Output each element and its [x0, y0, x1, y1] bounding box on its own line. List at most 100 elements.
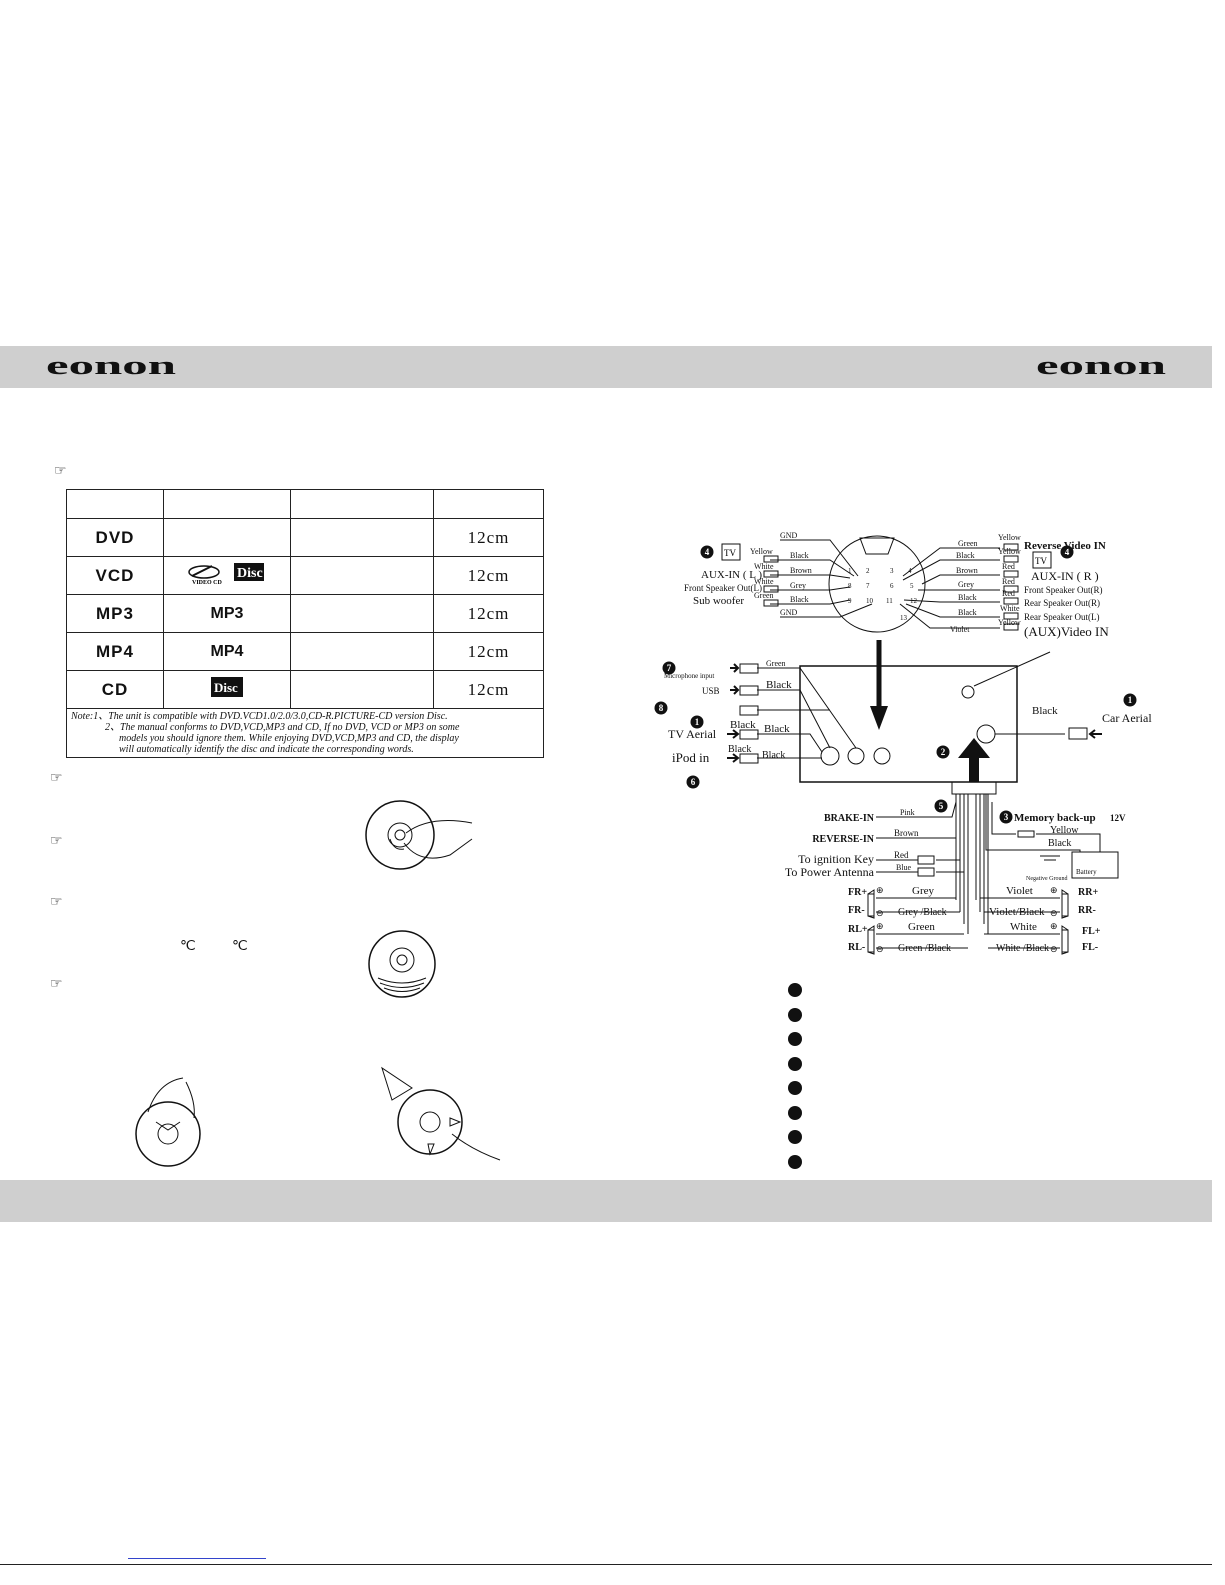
- svg-text:Yellow: Yellow: [1050, 825, 1079, 836]
- svg-text:Red: Red: [1002, 562, 1015, 571]
- svg-text:1: 1: [848, 567, 852, 575]
- svg-text:9: 9: [848, 597, 852, 605]
- svg-text:10: 10: [866, 597, 874, 605]
- eonon-logo-right: eonon: [1036, 354, 1167, 380]
- svg-text:Green: Green: [754, 591, 774, 600]
- svg-text:⊕: ⊕: [876, 921, 884, 931]
- svg-text:Green: Green: [908, 921, 935, 933]
- table-row: DVD 12cm: [66, 518, 544, 557]
- svg-text:Grey: Grey: [958, 580, 974, 589]
- svg-text:2: 2: [941, 747, 946, 757]
- svg-text:6: 6: [691, 777, 696, 787]
- svg-text:Memory back-up: Memory back-up: [1014, 812, 1096, 824]
- disc-fingerprint-illustration: [365, 800, 473, 870]
- svg-text:Front Speaker Out(L): Front Speaker Out(L): [684, 583, 762, 593]
- svg-text:Negative Ground: Negative Ground: [1026, 876, 1068, 882]
- svg-text:3: 3: [1004, 812, 1009, 822]
- svg-text:8: 8: [848, 582, 852, 590]
- svg-text:4: 4: [908, 567, 912, 575]
- svg-text:Black: Black: [958, 593, 977, 602]
- disc-type: MP3: [66, 594, 164, 633]
- disc-size: 12cm: [433, 594, 544, 633]
- svg-text:White: White: [1000, 604, 1020, 613]
- svg-text:Yellow: Yellow: [998, 533, 1021, 542]
- svg-text:1: 1: [695, 717, 700, 727]
- header-band: [0, 346, 1212, 388]
- svg-text:Black: Black: [1032, 705, 1058, 717]
- svg-text:USB: USB: [702, 686, 720, 696]
- svg-text:Grey /Black: Grey /Black: [898, 907, 947, 918]
- svg-text:Battery: Battery: [1076, 868, 1097, 876]
- table-note: Note:1、The unit is compatible with DVD.V…: [66, 708, 544, 758]
- bullet-icon: [788, 1105, 802, 1120]
- svg-text:Black: Black: [730, 719, 756, 731]
- svg-text:White /Black: White /Black: [996, 943, 1049, 954]
- svg-text:REVERSE-IN: REVERSE-IN: [812, 834, 874, 845]
- svg-text:Black: Black: [762, 750, 785, 761]
- svg-text:⊕: ⊕: [876, 885, 884, 895]
- numbered-bullet-list: [788, 983, 802, 1179]
- disc-wiping-illustration: [381, 1066, 501, 1161]
- svg-text:Brown: Brown: [956, 566, 978, 575]
- svg-text:4: 4: [1065, 547, 1070, 557]
- svg-text:⊖: ⊖: [1050, 908, 1058, 918]
- svg-text:7: 7: [667, 663, 672, 673]
- svg-text:Sub woofer: Sub woofer: [693, 595, 744, 607]
- svg-text:Blue: Blue: [896, 863, 912, 872]
- svg-text:White: White: [1010, 921, 1037, 933]
- pointing-hand-icon: ☞: [50, 894, 63, 910]
- svg-text:Green: Green: [766, 659, 786, 668]
- eonon-logo-left: eonon: [46, 354, 177, 380]
- svg-text:⊕: ⊕: [1050, 921, 1058, 931]
- svg-text:Front Speaker Out(R): Front Speaker Out(R): [1024, 585, 1103, 595]
- svg-text:Grey: Grey: [790, 581, 806, 590]
- svg-text:RR+: RR+: [1078, 887, 1098, 898]
- disc-size: 12cm: [433, 518, 544, 557]
- svg-text:Black: Black: [728, 744, 751, 755]
- svg-text:Red: Red: [1002, 589, 1015, 598]
- svg-text:Disc: Disc: [237, 566, 263, 581]
- bullet-icon: [788, 1130, 802, 1144]
- table-row: VCD VIDEO CD Disc 12cm: [66, 556, 544, 595]
- svg-text:Pink: Pink: [900, 808, 915, 817]
- svg-text:BRAKE-IN: BRAKE-IN: [824, 813, 875, 824]
- bullet-icon: [788, 1032, 802, 1046]
- disc-type: MP4: [66, 632, 164, 671]
- svg-text:5: 5: [910, 582, 914, 590]
- svg-text:4: 4: [705, 547, 710, 557]
- svg-text:TV Aerial: TV Aerial: [668, 727, 717, 741]
- svg-text:Black: Black: [958, 608, 977, 617]
- svg-text:7: 7: [866, 582, 870, 590]
- svg-text:Violet: Violet: [950, 625, 970, 634]
- svg-text:eonon: eonon: [46, 354, 177, 380]
- svg-text:6: 6: [890, 582, 894, 590]
- svg-text:FR-: FR-: [848, 905, 865, 916]
- svg-text:2: 2: [866, 567, 870, 575]
- svg-text:(AUX)Video IN: (AUX)Video IN: [1024, 624, 1109, 639]
- table-row: CD Disc 12cm: [66, 670, 544, 709]
- svg-text:Disc: Disc: [214, 680, 238, 695]
- svg-text:Black: Black: [766, 679, 792, 691]
- svg-text:Violet: Violet: [1006, 885, 1033, 897]
- pointing-hand-icon: ☞: [50, 770, 63, 786]
- bullet-icon: [788, 1056, 802, 1071]
- svg-text:3: 3: [890, 567, 894, 575]
- page-bottom-rule: [0, 1564, 1212, 1565]
- svg-text:To Power Antenna: To Power Antenna: [785, 865, 875, 879]
- svg-text:Grey: Grey: [912, 885, 934, 897]
- svg-text:White: White: [754, 562, 774, 571]
- svg-text:VIDEO CD: VIDEO CD: [192, 580, 223, 586]
- disc-type: CD: [66, 670, 164, 709]
- svg-text:8: 8: [659, 703, 664, 713]
- bullet-icon: [788, 983, 802, 997]
- svg-text:TV: TV: [1035, 556, 1047, 566]
- svg-text:⊖: ⊖: [1050, 944, 1058, 954]
- pointing-hand-icon: ☞: [50, 976, 63, 992]
- disc-compatibility-table: DVD 12cm VCD VIDEO CD Disc 12cm MP3 MP3 …: [66, 489, 544, 758]
- table-row: MP4 MP4 12cm: [66, 632, 544, 671]
- svg-text:Black: Black: [1048, 838, 1071, 849]
- disc-holding-illustration: [135, 1077, 201, 1167]
- svg-text:1: 1: [1128, 695, 1133, 705]
- svg-text:AUX-IN ( R ): AUX-IN ( R ): [1031, 569, 1099, 583]
